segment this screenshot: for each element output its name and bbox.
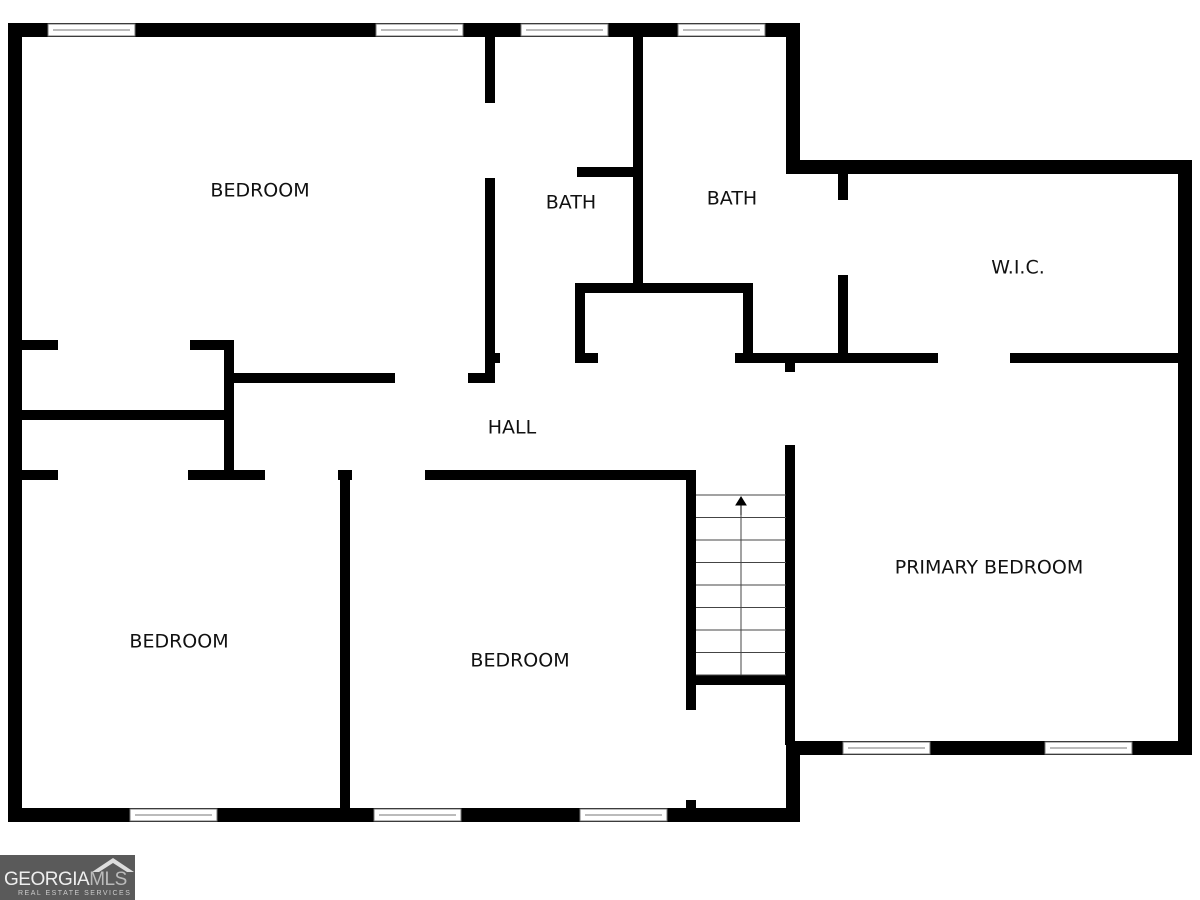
stair-arrow-icon (735, 496, 747, 515)
room-label-bath-1: BATH (546, 192, 596, 214)
windows (47, 23, 1133, 822)
logo-brand-a: GEORGIA (4, 869, 90, 890)
logo-tagline: REAL ESTATE SERVICES (18, 890, 132, 897)
window (677, 23, 766, 37)
window (375, 23, 464, 37)
room-label-bedroom-sw: BEDROOM (129, 631, 228, 653)
room-label-primary-bedroom: PRIMARY BEDROOM (895, 557, 1083, 579)
walls (8, 23, 1192, 822)
georgia-mls-logo: GEORGIAMLS REAL ESTATE SERVICES (0, 855, 135, 900)
logo-brand-b: MLS (89, 869, 127, 890)
room-label-bedroom-s: BEDROOM (470, 650, 569, 672)
window (520, 23, 609, 37)
window (1044, 741, 1133, 755)
roof-icon (92, 858, 134, 872)
window (47, 23, 136, 37)
window (579, 808, 668, 822)
window (373, 808, 462, 822)
room-label-wic: W.I.C. (991, 257, 1045, 279)
staircase (696, 494, 786, 676)
room-label-hall: HALL (488, 417, 537, 439)
room-label-bath-2: BATH (707, 188, 757, 210)
window (129, 808, 218, 822)
window (842, 741, 931, 755)
room-label-bedroom-nw: BEDROOM (210, 180, 309, 202)
